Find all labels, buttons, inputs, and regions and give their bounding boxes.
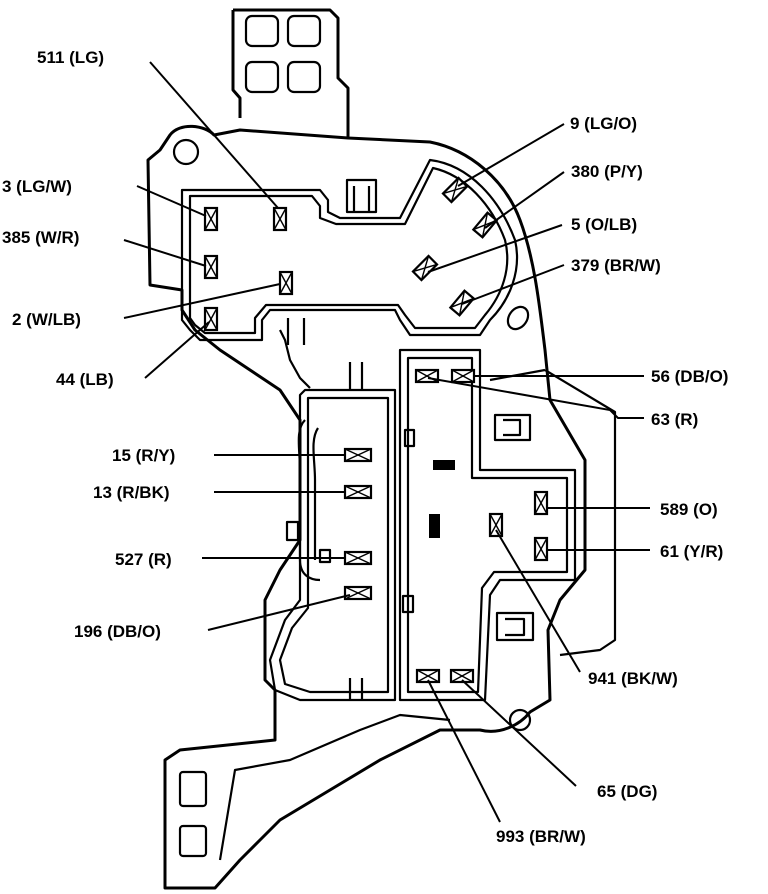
wire-label-3: 3 (LG/W) bbox=[2, 177, 72, 196]
mount-hole bbox=[178, 824, 208, 858]
mount-ear-hole bbox=[506, 305, 530, 331]
mount-hole bbox=[244, 60, 280, 94]
leader-380 bbox=[484, 171, 565, 229]
terminal-941 bbox=[488, 512, 504, 538]
mount-ear-hole bbox=[508, 708, 532, 732]
terminal-13 bbox=[343, 484, 373, 500]
terminal-3 bbox=[203, 206, 219, 232]
leader-44 bbox=[144, 321, 210, 379]
terminal-2 bbox=[278, 270, 294, 296]
polarizing-key bbox=[433, 460, 455, 470]
terminal-65 bbox=[449, 668, 475, 684]
terminal-15 bbox=[343, 447, 373, 463]
wire-label-61: 61 (Y/R) bbox=[660, 542, 723, 561]
wire-label-385: 385 (W/R) bbox=[2, 228, 79, 247]
leader-379 bbox=[461, 264, 565, 305]
wire-label-13: 13 (R/BK) bbox=[93, 483, 170, 502]
wire-label-44: 44 (LB) bbox=[56, 370, 114, 389]
mount-hole bbox=[286, 14, 322, 48]
leader-65 bbox=[461, 679, 577, 787]
wire-label-941: 941 (BK/W) bbox=[588, 669, 678, 688]
wire-label-2: 2 (W/LB) bbox=[12, 310, 81, 329]
terminal-9 bbox=[441, 176, 469, 204]
terminal-56 bbox=[450, 368, 476, 384]
leader-993 bbox=[427, 679, 501, 823]
mount-hole bbox=[286, 60, 322, 94]
polarizing-key bbox=[429, 514, 440, 538]
leader-5 bbox=[427, 224, 563, 273]
connector-body bbox=[146, 8, 617, 890]
terminal-44 bbox=[203, 306, 219, 332]
wire-label-379: 379 (BR/W) bbox=[571, 256, 661, 275]
leader-63 bbox=[427, 377, 644, 419]
wire-label-380: 380 (P/Y) bbox=[571, 162, 643, 181]
wire-label-9: 9 (LG/O) bbox=[570, 114, 637, 133]
leader-385 bbox=[123, 239, 207, 267]
mount-ear-hole bbox=[172, 138, 200, 166]
wire-label-511: 511 (LG) bbox=[37, 48, 104, 67]
wire-label-196: 196 (DB/O) bbox=[74, 622, 161, 641]
wire-label-63: 63 (R) bbox=[651, 410, 698, 429]
wire-label-56: 56 (DB/O) bbox=[651, 367, 728, 386]
terminal-380 bbox=[471, 211, 499, 239]
leader-941 bbox=[495, 529, 581, 673]
terminal-589 bbox=[533, 490, 549, 516]
mount-hole bbox=[178, 770, 208, 808]
wire-label-527: 527 (R) bbox=[115, 550, 172, 569]
wire-labels: 511 (LG) 9 (LG/O) 3 (LG/W) 380 (P/Y) 385… bbox=[2, 48, 728, 846]
terminal-5 bbox=[411, 254, 439, 282]
terminal-527 bbox=[343, 550, 373, 566]
leader-3 bbox=[136, 185, 207, 217]
wire-label-65: 65 (DG) bbox=[597, 782, 657, 801]
leader-lines bbox=[123, 61, 650, 823]
wire-label-993: 993 (BR/W) bbox=[496, 827, 586, 846]
terminal-385 bbox=[203, 254, 219, 280]
wire-label-15: 15 (R/Y) bbox=[112, 446, 175, 465]
leader-196 bbox=[207, 594, 351, 631]
wire-label-589: 589 (O) bbox=[660, 500, 718, 519]
leader-9 bbox=[457, 123, 565, 187]
terminal-61 bbox=[533, 536, 549, 562]
leader-511 bbox=[149, 61, 279, 209]
terminal-196 bbox=[343, 585, 373, 601]
terminal-511 bbox=[272, 206, 288, 232]
terminals bbox=[203, 176, 549, 684]
wire-label-5: 5 (O/LB) bbox=[571, 215, 637, 234]
leader-2 bbox=[123, 283, 281, 319]
terminal-63 bbox=[414, 368, 440, 384]
mount-hole bbox=[244, 14, 280, 48]
